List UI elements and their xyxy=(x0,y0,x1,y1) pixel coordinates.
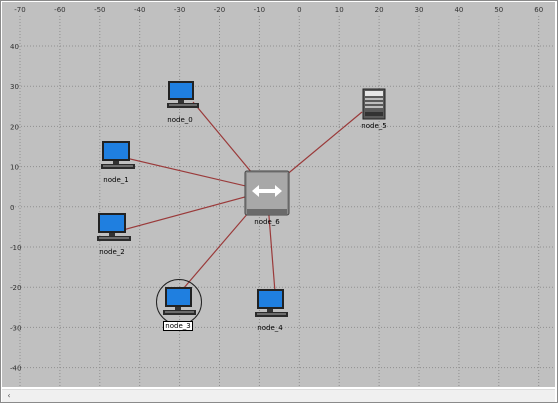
x-tick-label: -30 xyxy=(174,6,185,14)
topology-canvas[interactable]: -70 -60 -50 -40 -30 -20 -10 0 10 20 30 40 50 60 40 30 20… xyxy=(2,2,555,387)
x-tick-label: -40 xyxy=(134,6,145,14)
x-tick-label: 60 xyxy=(534,6,543,14)
node-2[interactable]: node_2 xyxy=(82,210,142,266)
node-label: node_3 xyxy=(163,321,193,331)
network-link xyxy=(125,157,268,192)
x-tick-label: 30 xyxy=(415,6,424,14)
x-tick-label: 0 xyxy=(297,6,301,14)
x-tick-label: 20 xyxy=(375,6,384,14)
node-label: node_6 xyxy=(254,218,280,226)
node-label: node_1 xyxy=(103,176,129,184)
x-tick-label: 40 xyxy=(454,6,463,14)
y-tick-label: -20 xyxy=(10,284,21,292)
y-tick-label: 10 xyxy=(10,164,19,172)
computer-icon xyxy=(97,213,131,241)
computer-icon xyxy=(167,81,199,108)
x-tick-label: 50 xyxy=(494,6,503,14)
node-label: node_4 xyxy=(257,324,283,332)
y-tick-label: -30 xyxy=(10,324,21,332)
x-tick-label: -70 xyxy=(14,6,25,14)
node-4[interactable]: node_4 xyxy=(240,286,300,342)
y-tick-label: 0 xyxy=(10,204,14,212)
y-tick-label: -40 xyxy=(10,365,21,373)
server-icon xyxy=(362,88,386,120)
computer-icon xyxy=(163,287,196,315)
switch-icon xyxy=(244,170,290,216)
coordinate-grid: -70 -60 -50 -40 -30 -20 -10 0 10 20 30 40 50 60 40 30 20… xyxy=(10,6,555,387)
node-label: node_0 xyxy=(167,116,193,124)
x-tick-label: -10 xyxy=(254,6,265,14)
x-tick-label: 10 xyxy=(335,6,344,14)
node-5[interactable]: node_5 xyxy=(344,84,404,140)
node-0[interactable]: node_0 xyxy=(150,78,210,134)
y-tick-label: -10 xyxy=(10,244,21,252)
x-tick-label: -20 xyxy=(214,6,225,14)
switch-node-6[interactable]: node_6 xyxy=(244,170,290,226)
network-link xyxy=(122,190,268,231)
x-tick-label: -60 xyxy=(54,6,65,14)
node-label: node_2 xyxy=(99,248,125,256)
horizontal-scrollbar[interactable]: ‹ xyxy=(2,389,555,402)
scroll-left-arrow-icon[interactable]: ‹ xyxy=(7,391,11,400)
y-tick-label: 20 xyxy=(10,123,19,131)
y-tick-label: 40 xyxy=(10,43,19,51)
x-tick-label: -50 xyxy=(94,6,105,14)
computer-icon xyxy=(255,289,288,317)
node-3[interactable]: node_3 xyxy=(148,284,208,340)
node-label: node_5 xyxy=(361,122,387,130)
node-1[interactable]: node_1 xyxy=(86,138,146,194)
y-tick-label: 30 xyxy=(10,83,19,91)
computer-icon xyxy=(101,141,135,169)
